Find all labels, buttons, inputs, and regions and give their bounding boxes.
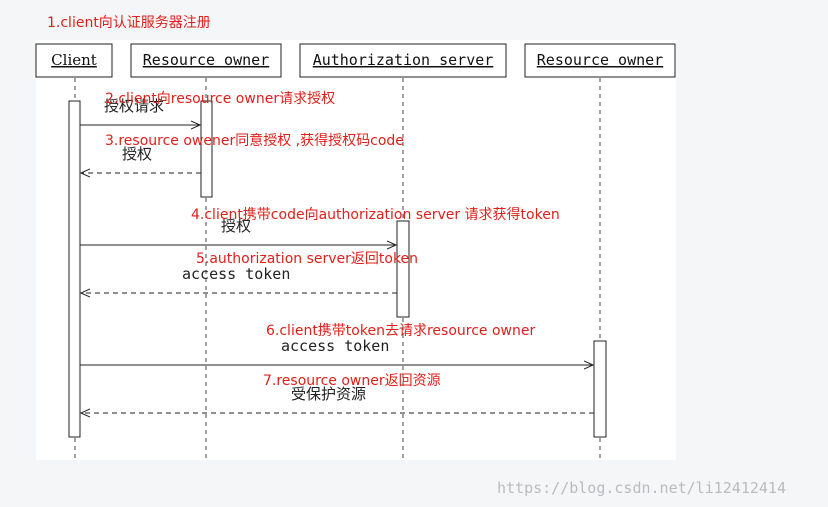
actor-authorization-server-label: Authorization server	[313, 51, 494, 69]
activation-resource-owner-1	[200, 100, 213, 198]
step-6-annotation: 6.client携带token去请求resource owner	[266, 323, 535, 339]
actor-resource-owner-2-label: Resource owner	[537, 51, 663, 69]
step-5-annotation: 5.authorization server返回token	[196, 251, 418, 267]
message-2-label: 授权	[122, 145, 152, 163]
actor-resource-owner-1-label: Resource owner	[143, 51, 269, 69]
step-4-annotation: 4.client携带code向authorization server 请求获得…	[191, 206, 560, 223]
step-7-annotation: 7.resource owner返回资源	[263, 373, 441, 389]
actor-authorization-server: Authorization server	[299, 43, 507, 78]
message-1-label: 授权请求	[104, 97, 164, 115]
actor-resource-owner-2: Resource owner	[524, 43, 676, 78]
activation-client	[68, 100, 81, 438]
step-3-annotation: 3.resource owener同意授权 ,获得授权码code	[105, 132, 404, 149]
message-5-label: access token	[281, 337, 389, 355]
actor-resource-owner-1: Resource owner	[130, 43, 282, 78]
actor-client: Client	[35, 43, 113, 78]
actor-client-label: Client	[51, 51, 97, 69]
diagram-panel	[36, 40, 676, 460]
step-2-annotation: 2.client向resource owner请求授权	[105, 91, 335, 107]
message-4-label: access token	[182, 265, 290, 283]
activation-resource-owner-2	[593, 340, 607, 438]
message-3-label: 授权	[221, 217, 251, 235]
message-6-label: 受保护资源	[291, 385, 366, 403]
diagram-title: 1.client向认证服务器注册	[47, 15, 211, 31]
watermark: https://blog.csdn.net/li12412414	[497, 479, 786, 497]
activation-authorization-server	[396, 220, 410, 318]
